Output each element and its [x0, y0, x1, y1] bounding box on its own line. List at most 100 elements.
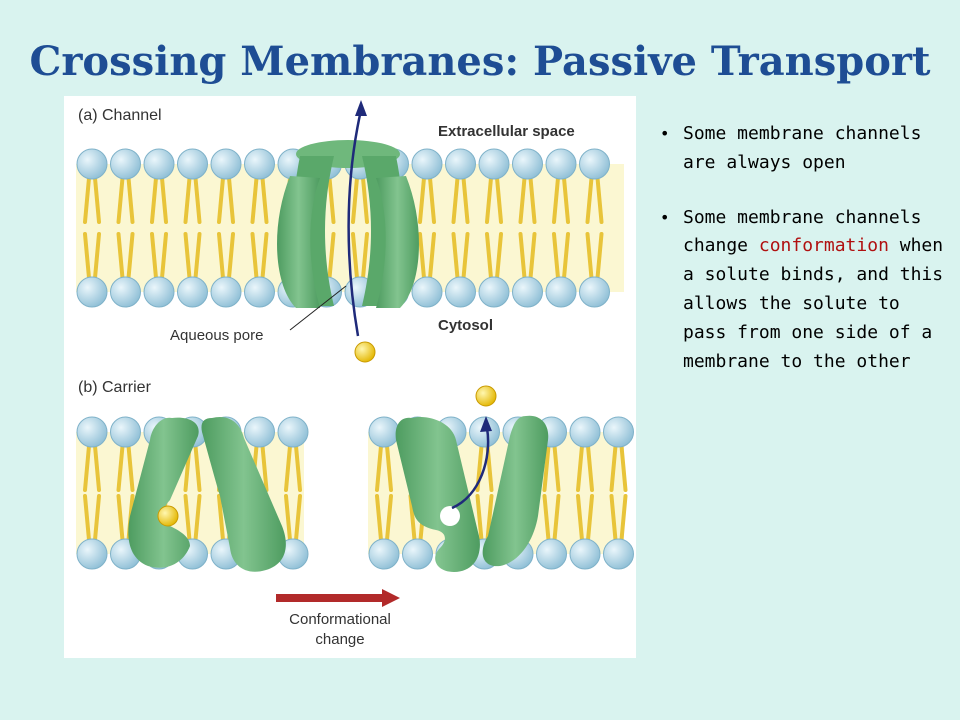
- lipid-tail: [294, 444, 302, 492]
- lipid-head: [411, 148, 443, 180]
- lipid-head: [603, 538, 634, 570]
- lipid-head: [512, 276, 543, 308]
- lipid-head: [177, 148, 208, 180]
- lipid-tail: [485, 232, 493, 280]
- lipid-tail: [250, 176, 259, 224]
- lipid-head: [110, 416, 141, 448]
- lipid-tail: [552, 494, 561, 542]
- lipid-head: [76, 276, 108, 308]
- bullet-item-2: Some membrane channels change conformati…: [660, 204, 950, 377]
- lipid-tail: [528, 176, 537, 224]
- aqueous-pore-label: Aqueous pore: [170, 327, 263, 344]
- highlighted-term: conformation: [758, 235, 889, 257]
- bullet-text-after: when a solute binds, and this allows the…: [683, 235, 944, 372]
- lipid-head: [445, 276, 476, 308]
- lipid-tail: [361, 232, 369, 280]
- lipid-head: [244, 276, 275, 308]
- lipid-head: [210, 276, 242, 308]
- lipid-head: [244, 148, 275, 180]
- lipid-tail: [217, 494, 225, 542]
- lipid-tail: [475, 494, 484, 542]
- carrier-solute-bound: [157, 505, 179, 527]
- lipid-tail: [586, 494, 594, 542]
- conformational-change-arrow: [276, 589, 400, 607]
- lipid-tail: [284, 494, 292, 542]
- slide-title: Crossing Membranes: Passive Transport: [29, 38, 931, 85]
- channel-solute: [354, 341, 376, 363]
- channel-transport-arrow: [347, 100, 367, 337]
- lipid-tail: [160, 232, 168, 280]
- lipid-tail: [375, 494, 383, 542]
- lipid-tail: [562, 176, 570, 224]
- lipid-tail: [585, 232, 594, 280]
- lipid-head: [512, 148, 543, 180]
- lipid-tail: [351, 176, 359, 224]
- lipid-tail: [126, 232, 135, 280]
- lipid-head: [76, 416, 108, 448]
- lipid-tail: [619, 444, 628, 492]
- lipid-tail: [193, 232, 202, 280]
- lipid-tail: [495, 176, 503, 224]
- lipid-head: [445, 148, 476, 180]
- lipid-tail: [609, 444, 618, 492]
- lipid-tail: [250, 232, 259, 280]
- lipid-head: [569, 416, 601, 448]
- carrier-release-arrow: [451, 416, 492, 510]
- lipid-tail: [562, 232, 570, 280]
- aqueous-pore-leader: [289, 285, 347, 331]
- lipid-head: [411, 276, 443, 308]
- lipid-tail: [93, 444, 101, 492]
- lipid-head: [368, 538, 400, 570]
- lipid-tail: [183, 494, 192, 542]
- lipid-tail: [260, 176, 269, 224]
- lipid-tail: [552, 176, 560, 224]
- conformational-label-line2: change: [315, 631, 364, 648]
- lipid-tail: [619, 494, 628, 542]
- conformational-label-line1: Conformational: [289, 611, 391, 628]
- lipid-tail: [385, 494, 393, 542]
- lipid-tail: [150, 232, 158, 280]
- lipid-head: [603, 416, 634, 448]
- extracellular-label: Extracellular space: [438, 123, 575, 140]
- lipid-tail: [260, 444, 269, 492]
- lipid-tail: [595, 176, 604, 224]
- lipid-tail: [518, 232, 527, 280]
- lipid-tail: [451, 232, 460, 280]
- lipid-tail: [385, 444, 393, 492]
- lipid-tail: [576, 444, 584, 492]
- lipid-tail: [585, 176, 594, 224]
- lipid-tail: [595, 232, 604, 280]
- bullet-list: Some membrane channels are always open S…: [660, 120, 950, 402]
- lipid-tail: [428, 232, 436, 280]
- lipid-tail: [327, 232, 336, 280]
- lipid-tail: [327, 176, 336, 224]
- lipid-tail: [193, 444, 202, 492]
- lipid-tail: [552, 444, 561, 492]
- lipid-tail: [418, 232, 426, 280]
- lipid-tail: [428, 176, 436, 224]
- lipid-tail: [183, 232, 192, 280]
- panel-a-label: (a) Channel: [78, 107, 162, 124]
- carrier-protein-open-out: [128, 416, 286, 572]
- lipid-head: [478, 148, 510, 180]
- bullet-item-1: Some membrane channels are always open: [660, 120, 950, 178]
- lipid-tail: [586, 444, 594, 492]
- lipid-tail: [217, 232, 225, 280]
- lipid-tail: [518, 176, 527, 224]
- lipid-tail: [609, 494, 618, 542]
- cytosol-label: Cytosol: [438, 317, 493, 334]
- lipid-head: [177, 276, 208, 308]
- lipid-tail: [227, 232, 235, 280]
- lipid-head: [536, 538, 567, 570]
- lipid-head: [277, 416, 309, 448]
- lipid-tail: [495, 232, 503, 280]
- lipid-tail: [461, 232, 470, 280]
- carrier-protein-open-in: [395, 415, 549, 572]
- lipid-tail: [126, 176, 135, 224]
- lipid-tail: [116, 232, 125, 280]
- lipid-tail: [83, 494, 91, 542]
- lipid-tail: [351, 232, 359, 280]
- lipid-head: [76, 538, 108, 570]
- lipid-head: [244, 416, 275, 448]
- lipid-tail: [126, 444, 135, 492]
